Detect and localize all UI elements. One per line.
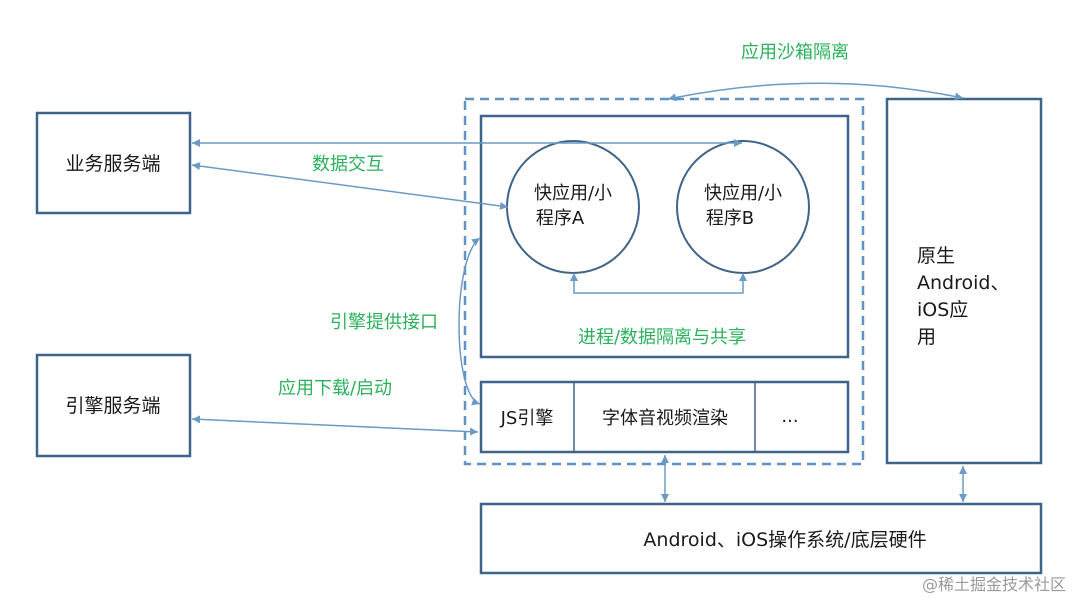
native-app-line3: iOS应 bbox=[917, 299, 968, 321]
native-app-box bbox=[885, 97, 1043, 465]
engine-server-box bbox=[35, 353, 192, 458]
data-exchange-label: 数据交互 bbox=[312, 154, 384, 175]
download-launch-label: 应用下载/启动 bbox=[278, 378, 392, 399]
engine-server-label: 引擎服务端 bbox=[65, 395, 160, 417]
app-b-circle bbox=[676, 140, 810, 274]
business-server-box bbox=[35, 111, 192, 215]
native-app-line1: 原生 bbox=[917, 245, 955, 267]
app-a-label-line1: 快应用/小 bbox=[534, 183, 612, 204]
business-server-label: 业务服务端 bbox=[65, 153, 160, 175]
app-b-label-line2: 程序B bbox=[706, 208, 754, 229]
engine-server-to-engine-arrow bbox=[191, 415, 479, 436]
app-b-label-line1: 快应用/小 bbox=[704, 183, 782, 204]
watermark: @稀土掘金技术社区 bbox=[922, 575, 1066, 594]
sandbox-isolation-label: 应用沙箱隔离 bbox=[741, 42, 849, 63]
app-a-label-line2: 程序A bbox=[536, 208, 585, 229]
render-cell: 字体音视频渲染 bbox=[602, 408, 728, 429]
business-to-app-a-arrow bbox=[191, 162, 509, 210]
more-cell: ... bbox=[781, 406, 798, 427]
js-engine-cell: JS引擎 bbox=[500, 408, 554, 429]
engine-api-arrow bbox=[458, 237, 481, 406]
os-layer-box bbox=[479, 502, 1043, 575]
engine-row-box bbox=[479, 380, 850, 454]
os-layer-label: Android、iOS操作系统/底层硬件 bbox=[643, 529, 926, 551]
engine-api-label: 引擎提供接口 bbox=[330, 312, 438, 333]
native-app-line2: Android、 bbox=[917, 272, 1009, 294]
native-app-line4: 用 bbox=[917, 326, 936, 348]
sandbox-isolation-arrow bbox=[667, 82, 964, 102]
isolation-share-label: 进程/数据隔离与共享 bbox=[578, 327, 746, 348]
app-a-circle bbox=[506, 140, 640, 274]
isolation-share-connector bbox=[570, 273, 747, 294]
